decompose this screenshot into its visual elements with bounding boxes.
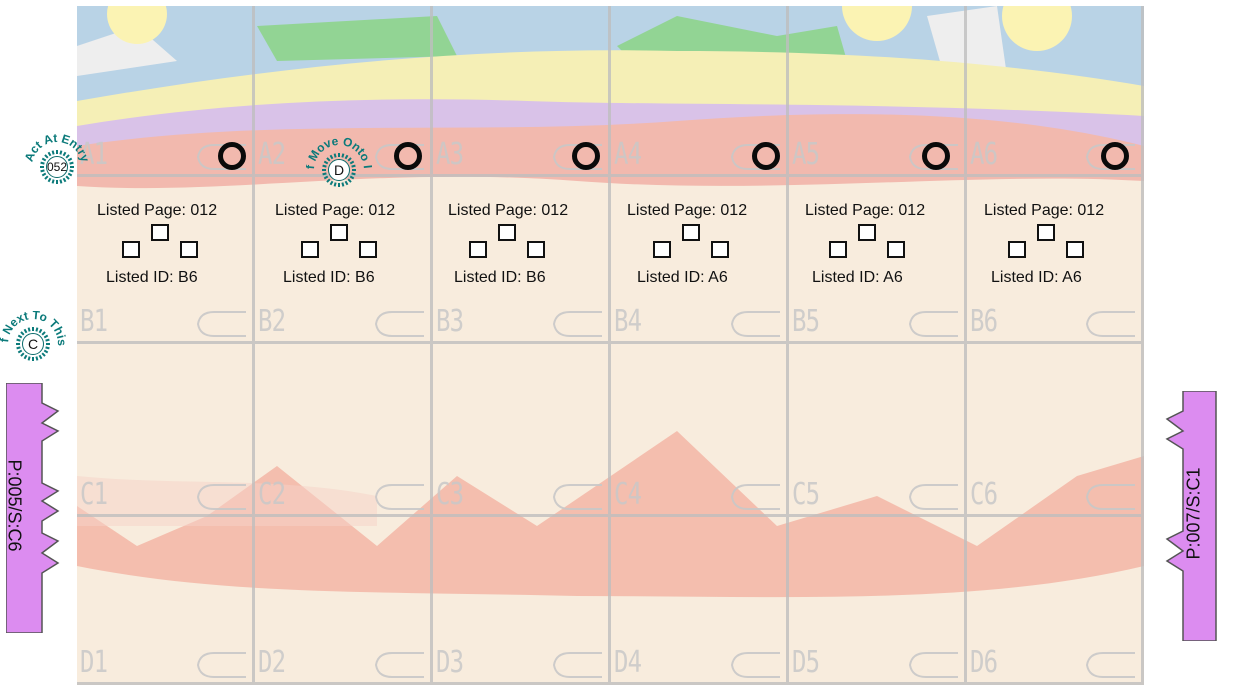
cell-id-label: A2	[258, 137, 285, 172]
listed-page-text: Listed Page: 012	[805, 202, 925, 220]
badge-letter: D	[328, 159, 350, 181]
listed-id-text: Listed ID: A6	[637, 269, 728, 287]
cell-notch-icon	[552, 484, 602, 510]
cell-id-label: B2	[258, 304, 285, 339]
badge-number: 052	[46, 156, 68, 178]
cell-notch-icon	[908, 311, 958, 337]
board-cell[interactable]: C4	[611, 344, 789, 517]
listed-id-text: Listed ID: A6	[812, 269, 903, 287]
act-at-entry-badge[interactable]: Act At Entry 052	[24, 134, 90, 200]
cell-notch-icon	[730, 311, 780, 337]
board-cell[interactable]: C2	[255, 344, 433, 517]
cell-notch-icon	[552, 652, 602, 678]
listed-page-text: Listed Page: 012	[275, 202, 395, 220]
cell-notch-icon	[1085, 484, 1135, 510]
right-tab-label: P:007/S:C1	[1184, 467, 1205, 559]
cell-id-label: A3	[436, 137, 463, 172]
cell-notch-icon	[374, 652, 424, 678]
left-side-tab[interactable]: P:005/S:C6	[6, 383, 106, 633]
listed-page-text: Listed Page: 012	[97, 202, 217, 220]
ring-token-icon[interactable]	[218, 142, 246, 170]
item-slot-icon[interactable]	[151, 224, 169, 241]
if-next-to-this-badge[interactable]: If Next To This C	[0, 311, 66, 377]
listed-id-text: Listed ID: B6	[283, 269, 375, 287]
cell-id-label: B4	[614, 304, 641, 339]
cell-notch-icon	[908, 484, 958, 510]
item-slot-icon[interactable]	[180, 241, 198, 258]
cell-id-label: A5	[792, 137, 819, 172]
cell-notch-icon	[196, 652, 246, 678]
cell-notch-icon	[552, 311, 602, 337]
board-cell[interactable]: C6	[967, 344, 1144, 517]
game-board: A1A2A3A4A5A6B1B2B3B4B5B6C1C2C3C4C5C6D1D2…	[77, 6, 1144, 685]
cell-id-label: A4	[614, 137, 641, 172]
item-slot-icon[interactable]	[359, 241, 377, 258]
cell-notch-icon	[374, 311, 424, 337]
ring-token-icon[interactable]	[752, 142, 780, 170]
if-move-onto-it-badge[interactable]: If Move Onto It D	[306, 137, 372, 203]
cell-id-label: D4	[614, 645, 641, 680]
ring-token-icon[interactable]	[922, 142, 950, 170]
cell-notch-icon	[196, 484, 246, 510]
cell-id-label: C4	[614, 477, 641, 512]
board-cell[interactable]: D5	[789, 517, 967, 685]
cell-id-label: D2	[258, 645, 285, 680]
ring-token-icon[interactable]	[1101, 142, 1129, 170]
item-slot-icon[interactable]	[527, 241, 545, 258]
item-slot-icon[interactable]	[122, 241, 140, 258]
cell-id-label: D1	[80, 645, 107, 680]
cell-id-label: C3	[436, 477, 463, 512]
listed-id-text: Listed ID: A6	[991, 269, 1082, 287]
listed-page-text: Listed Page: 012	[448, 202, 568, 220]
cell-id-label: C5	[792, 477, 819, 512]
item-slot-icon[interactable]	[887, 241, 905, 258]
cell-id-label: D3	[436, 645, 463, 680]
left-tab-label: P:005/S:C6	[4, 459, 25, 551]
item-slot-icon[interactable]	[1008, 241, 1026, 258]
cell-notch-icon	[1085, 311, 1135, 337]
cell-notch-icon	[730, 652, 780, 678]
cell-id-label: B5	[792, 304, 819, 339]
cell-id-label: C6	[970, 477, 997, 512]
cell-id-label: D5	[792, 645, 819, 680]
cell-id-label: B6	[970, 304, 997, 339]
item-slot-icon[interactable]	[829, 241, 847, 258]
listed-id-text: Listed ID: B6	[454, 269, 546, 287]
item-slot-icon[interactable]	[498, 224, 516, 241]
cell-notch-icon	[1085, 652, 1135, 678]
item-slot-icon[interactable]	[1037, 224, 1055, 241]
item-slot-icon[interactable]	[469, 241, 487, 258]
item-slot-icon[interactable]	[1066, 241, 1084, 258]
item-slot-icon[interactable]	[858, 224, 876, 241]
item-slot-icon[interactable]	[711, 241, 729, 258]
listed-page-text: Listed Page: 012	[627, 202, 747, 220]
item-slot-icon[interactable]	[682, 224, 700, 241]
ring-token-icon[interactable]	[572, 142, 600, 170]
cell-id-label: B1	[80, 304, 107, 339]
board-cell[interactable]: D2	[255, 517, 433, 685]
board-cell[interactable]: C3	[433, 344, 611, 517]
item-slot-icon[interactable]	[301, 241, 319, 258]
cell-id-label: C2	[258, 477, 285, 512]
board-cell[interactable]: C5	[789, 344, 967, 517]
board-cell[interactable]: D4	[611, 517, 789, 685]
right-side-tab[interactable]: P:007/S:C1	[1143, 391, 1243, 641]
cell-notch-icon	[908, 652, 958, 678]
ring-token-icon[interactable]	[394, 142, 422, 170]
cell-notch-icon	[730, 484, 780, 510]
board-cell[interactable]: D3	[433, 517, 611, 685]
cell-id-label: D6	[970, 645, 997, 680]
cell-notch-icon	[374, 484, 424, 510]
cell-id-label: B3	[436, 304, 463, 339]
item-slot-icon[interactable]	[653, 241, 671, 258]
listed-page-text: Listed Page: 012	[984, 202, 1104, 220]
cell-id-label: A6	[970, 137, 997, 172]
board-cell[interactable]: D6	[967, 517, 1144, 685]
listed-id-text: Listed ID: B6	[106, 269, 198, 287]
item-slot-icon[interactable]	[330, 224, 348, 241]
cell-notch-icon	[196, 311, 246, 337]
badge-letter: C	[22, 333, 44, 355]
